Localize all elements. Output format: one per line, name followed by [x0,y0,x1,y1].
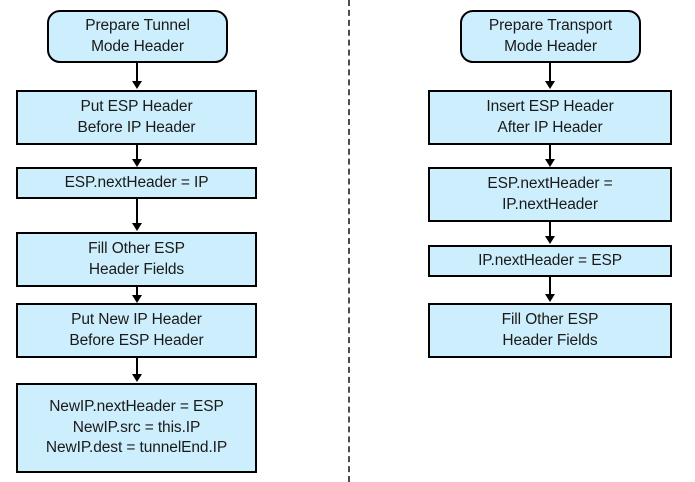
node-text-line: Header Fields [502,331,598,349]
node-text-line: IP.nextHeader [502,195,598,213]
connector-tunnel-1-2 [136,145,138,162]
arrowhead-icon [132,81,142,89]
node-tunnel-step-5[interactable]: NewIP.nextHeader = ESP NewIP.src = this.… [16,383,257,473]
node-text-line: Fill Other ESP [501,310,599,328]
node-text-line: Put New IP Header [71,310,202,328]
arrowhead-icon [132,159,142,167]
node-text-line: Mode Header [504,37,597,55]
node-text-line: Prepare Tunnel [85,16,190,34]
node-text-line: NewIP.dest = tunnelEnd.IP [45,439,228,457]
node-transport-step-2[interactable]: ESP.nextHeader = IP.nextHeader [428,167,672,222]
arrowhead-icon [545,159,555,167]
node-text-line: Fill Other ESP [88,239,185,257]
node-tunnel-step-1[interactable]: Put ESP Header Before IP Header [16,90,257,145]
node-text-line: ESP.nextHeader = [487,174,613,192]
arrowhead-icon [132,295,142,303]
node-tunnel-step-2[interactable]: ESP.nextHeader = IP [16,167,257,199]
node-text-line: Prepare Transport [488,16,613,34]
node-text-line: Put ESP Header [80,97,193,115]
node-text-line: NewIP.nextHeader = ESP [49,397,224,415]
connector-tunnel-0-1 [136,63,138,83]
node-transport-step-1[interactable]: Insert ESP Header After IP Header [428,90,672,145]
connector-tunnel-2-3 [136,199,138,224]
node-tunnel-step-3[interactable]: Fill Other ESP Header Fields [16,232,257,287]
node-text-line: ESP.nextHeader = IP [64,173,209,191]
node-text-line: Insert ESP Header [486,97,614,115]
arrowhead-icon [545,294,555,302]
node-text-line: After IP Header [497,118,603,136]
node-tunnel-start[interactable]: Prepare Tunnel Mode Header [47,10,228,63]
connector-tunnel-4-5 [136,358,138,376]
node-transport-step-4[interactable]: Fill Other ESP Header Fields [428,303,672,358]
arrowhead-icon [132,374,142,382]
node-text-line: Mode Header [91,37,184,55]
arrowhead-icon [545,81,555,89]
connector-transport-0-1 [549,63,551,83]
node-text-line: Before IP Header [77,118,196,136]
connector-tunnel-3-4 [136,287,138,298]
node-text-line: IP.nextHeader = ESP [478,251,622,269]
connector-transport-2-3 [549,222,551,237]
node-text-line: Before ESP Header [69,331,204,349]
node-transport-start[interactable]: Prepare Transport Mode Header [460,10,641,63]
node-text-line: Header Fields [88,260,185,278]
arrowhead-icon [132,223,142,231]
node-transport-step-3[interactable]: IP.nextHeader = ESP [428,245,672,277]
arrowhead-icon [545,236,555,244]
node-tunnel-step-4[interactable]: Put New IP Header Before ESP Header [16,303,257,358]
column-divider [348,0,350,482]
connector-transport-3-4 [549,277,551,295]
connector-transport-1-2 [549,145,551,162]
node-text-line: NewIP.src = this.IP [72,418,201,436]
